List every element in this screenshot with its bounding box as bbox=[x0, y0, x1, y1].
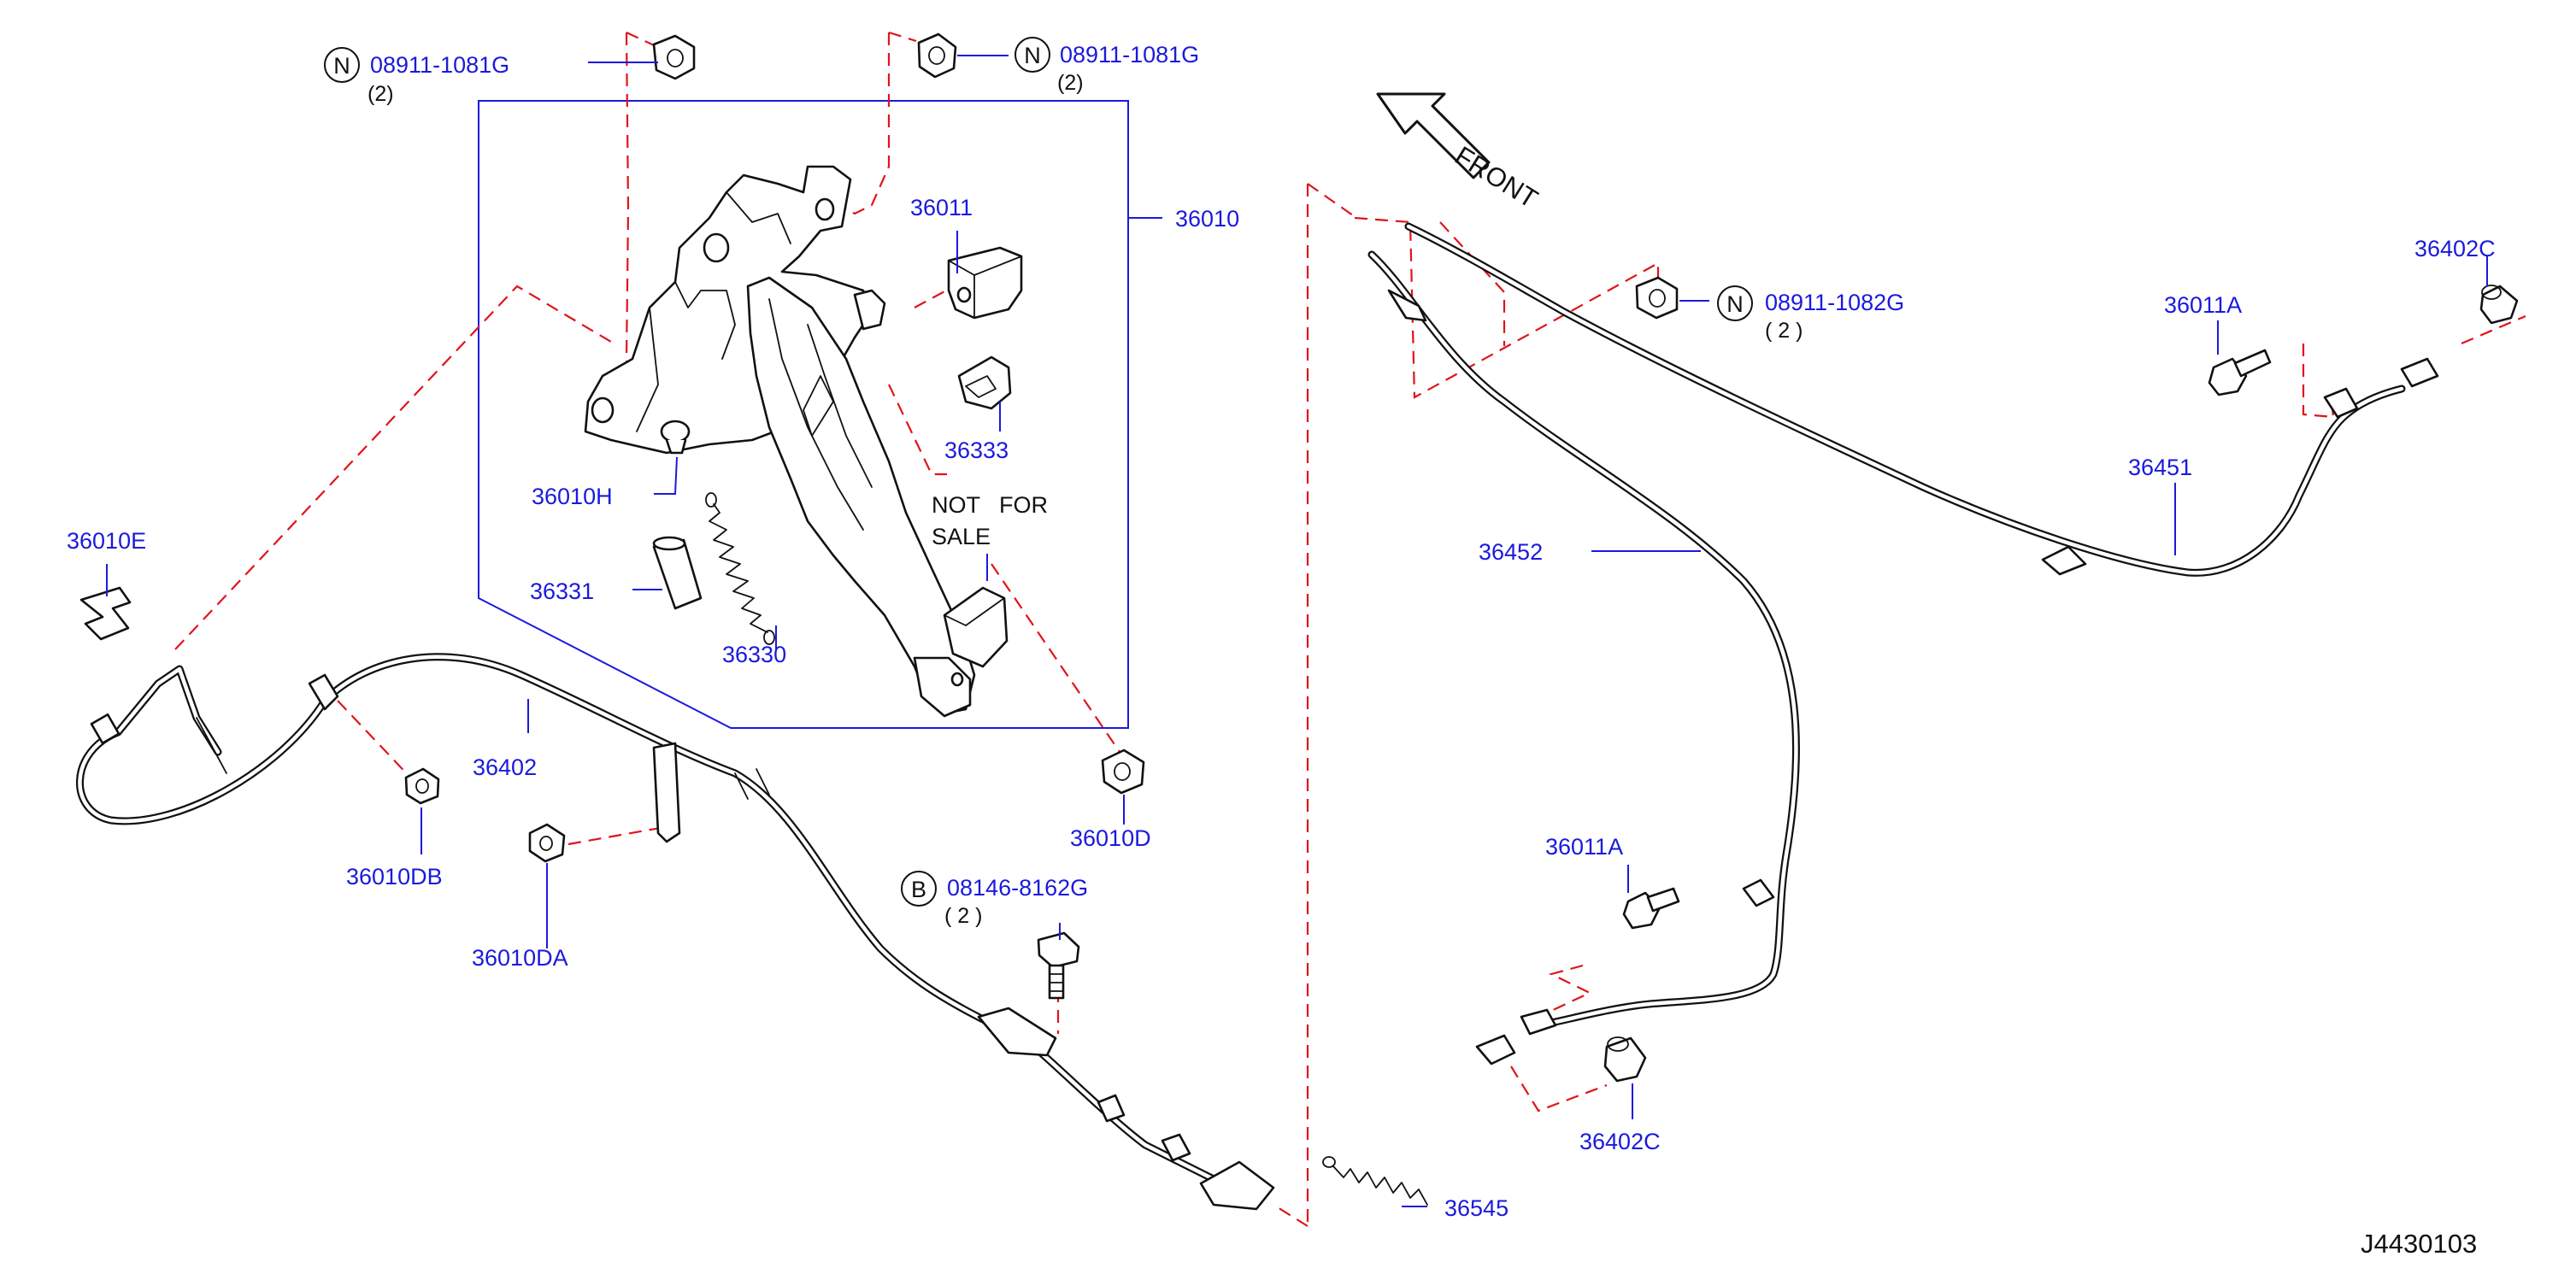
front-arrow-icon bbox=[1376, 92, 1491, 179]
part-number: 08911-1081G bbox=[1060, 42, 1199, 68]
quantity: ( 2 ) bbox=[1765, 319, 1803, 343]
callout-symbol: N bbox=[1726, 291, 1744, 317]
label-36010DA: 36010DA bbox=[472, 945, 568, 971]
label-36010DB: 36010DB bbox=[346, 864, 443, 889]
not-for-sale-note: NOT FOR SALE bbox=[932, 492, 1048, 549]
label-36011A-top: 36011A bbox=[2164, 292, 2242, 318]
cap-36402C-bottom bbox=[1603, 1036, 1647, 1083]
cap-36402C-top bbox=[2479, 285, 2519, 325]
callout-nut-right: N 08911-1082G ( 2 ) bbox=[1717, 285, 1904, 343]
part-number: 08911-1082G bbox=[1765, 290, 1904, 315]
nut-36010D bbox=[1101, 748, 1145, 795]
pedal-assembly bbox=[584, 165, 976, 718]
label-36330: 36330 bbox=[722, 642, 786, 667]
label-36011: 36011 bbox=[910, 195, 973, 220]
quantity: (2) bbox=[1057, 71, 1084, 95]
assembly-frame bbox=[478, 100, 1162, 729]
nut-36010DA bbox=[528, 823, 566, 863]
pedal-pad bbox=[943, 586, 1009, 668]
part-number: 08911-1081G bbox=[370, 52, 509, 78]
label-36402C-top: 36402C bbox=[2414, 236, 2496, 261]
label-36011A-bottom: 36011A bbox=[1545, 834, 1623, 860]
callout-nut-top-mid: N 08911-1081G (2) bbox=[1015, 37, 1199, 95]
cover-36333 bbox=[957, 355, 1012, 410]
nut-top-mid bbox=[917, 32, 957, 79]
label-36010H: 36010H bbox=[532, 484, 613, 509]
leader-lines bbox=[106, 55, 2488, 1207]
notice-line-2: SALE bbox=[932, 524, 991, 549]
label-36545: 36545 bbox=[1444, 1195, 1509, 1221]
label-36333: 36333 bbox=[944, 437, 1009, 463]
bolt-36011A-bottom bbox=[1622, 887, 1680, 930]
spring-36545 bbox=[1322, 1156, 1428, 1206]
front-label: FRONT bbox=[1450, 140, 1543, 214]
clip-36010H bbox=[660, 420, 691, 455]
label-36451: 36451 bbox=[2128, 455, 2192, 480]
cable-36451 bbox=[1404, 222, 2439, 577]
callout-symbol: N bbox=[1024, 43, 1041, 68]
cable-36452 bbox=[1367, 250, 1800, 1065]
sleeve-36331 bbox=[652, 536, 703, 610]
callout-bolt-bottom: B 08146-8162G ( 2 ) bbox=[901, 871, 1088, 928]
label-36402C-bottom: 36402C bbox=[1579, 1129, 1661, 1154]
nut-36010DB bbox=[404, 767, 440, 805]
part-labels: 36010 36011 36333 36010H 36331 36330 360… bbox=[67, 195, 2496, 1221]
quantity: ( 2 ) bbox=[944, 904, 982, 928]
label-36452: 36452 bbox=[1479, 539, 1543, 565]
nut-top-left bbox=[652, 34, 696, 80]
diagram-id: J4430103 bbox=[2361, 1229, 2477, 1259]
label-36010E: 36010E bbox=[67, 528, 146, 554]
nut-right bbox=[1635, 276, 1679, 320]
phantom-lines bbox=[174, 31, 2526, 1227]
callout-nut-top-left: N 08911-1081G (2) bbox=[324, 47, 509, 106]
quantity: (2) bbox=[368, 82, 394, 106]
bolt-36011A-top bbox=[2208, 349, 2272, 396]
notice-line-1: NOT FOR bbox=[932, 492, 1048, 518]
cable-36402 bbox=[76, 653, 1275, 1211]
callout-symbol: N bbox=[333, 53, 350, 79]
clip-36010E bbox=[79, 586, 132, 641]
label-36331: 36331 bbox=[530, 578, 594, 604]
bolt-08146 bbox=[1037, 931, 1080, 1000]
spring-36330 bbox=[705, 492, 775, 645]
label-36010: 36010 bbox=[1175, 206, 1239, 232]
callout-symbol: B bbox=[911, 877, 926, 902]
label-36010D: 36010D bbox=[1070, 825, 1151, 851]
label-36402: 36402 bbox=[473, 754, 537, 780]
switch-36011 bbox=[947, 246, 1023, 320]
part-number: 08146-8162G bbox=[947, 875, 1088, 901]
